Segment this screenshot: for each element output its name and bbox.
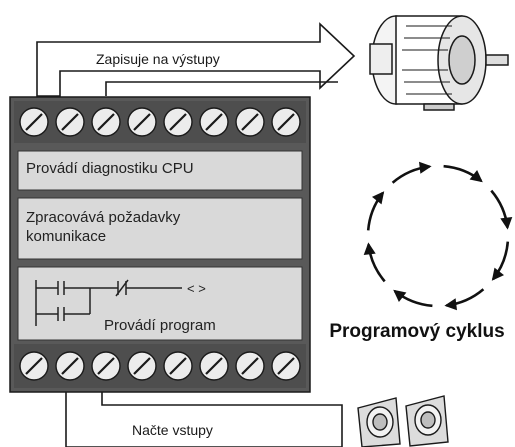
ladder-coil-symbol: < >: [187, 281, 206, 296]
screw-slot: [169, 357, 187, 375]
bottom-terminal-screws: [19, 351, 301, 381]
ladder-logic-icon: [35, 279, 182, 326]
cycle-arrowhead: [444, 298, 457, 311]
screw-slot: [25, 357, 43, 375]
motor-icon: [369, 15, 509, 111]
cycle-arrowhead: [469, 170, 483, 183]
screw-slot: [133, 113, 151, 131]
cycle-arrowhead: [500, 217, 513, 230]
screw-slot: [277, 113, 295, 131]
screw-slot: [97, 113, 115, 131]
output-arrow-label: Zapisuje na výstupy: [96, 51, 220, 67]
screw-slot: [241, 113, 259, 131]
panel-program: [17, 266, 303, 341]
output-arrow-return-line: [105, 81, 338, 96]
screw-slot: [277, 357, 295, 375]
program-label: Provádí program: [104, 317, 216, 334]
input-arrow-label: Načte vstupy: [132, 422, 213, 438]
panel-diagnostics: [17, 150, 303, 191]
pushbutton-switch-icon: [357, 395, 449, 447]
diagnostics-label: Provádí diagnostiku CPU: [26, 160, 194, 177]
screw-slot: [61, 357, 79, 375]
screw-slot: [61, 113, 79, 131]
cycle-arrowhead: [363, 242, 376, 255]
cycle-arrowhead: [491, 267, 504, 281]
screw-slot: [241, 357, 259, 375]
panel-communication: [17, 197, 303, 260]
cycle-arrowhead: [393, 289, 407, 302]
cycle-arrowhead: [372, 191, 385, 205]
cycle-arrowhead: [419, 161, 432, 174]
screw-slot: [205, 357, 223, 375]
output-arrow: [36, 22, 356, 97]
screw-slot: [97, 357, 115, 375]
cycle-label: Programový cyklus: [329, 321, 505, 342]
screw-slot: [169, 113, 187, 131]
communication-label: Zpracovává požadavky komunikace: [26, 209, 181, 245]
circular-arrows-icon: [363, 161, 513, 311]
screw-slot: [133, 357, 151, 375]
screw-slot: [205, 113, 223, 131]
screw-slot: [25, 113, 43, 131]
top-terminal-screws: [19, 107, 301, 137]
